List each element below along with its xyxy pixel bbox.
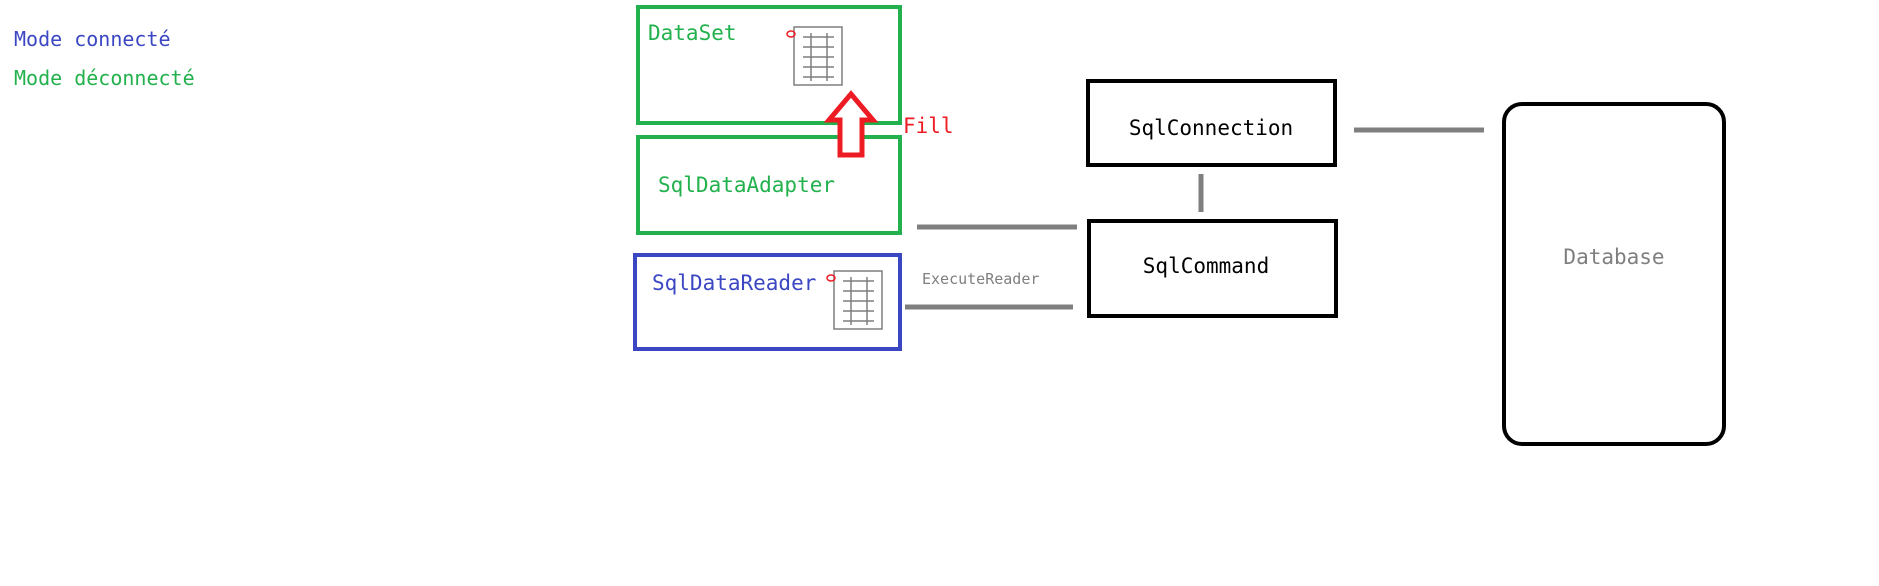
command-box [1087,219,1338,318]
connection-box [1086,79,1337,167]
database-node: Database [1502,102,1726,446]
database-box [1502,102,1726,446]
connection-node: SqlConnection [1086,79,1337,167]
fill-label: Fill [903,114,954,138]
database-label: Database [1563,245,1664,269]
dataset-box [636,5,902,125]
command-label: SqlCommand [1143,254,1269,278]
dataset-label: DataSet [648,21,737,45]
data-reader-label: SqlDataReader [652,271,816,295]
table-sheet-icon [786,26,843,86]
legend-connected: Mode connecté [14,27,171,51]
data-reader-node: SqlDataReader [633,253,902,351]
execute-reader-label: ExecuteReader [922,270,1039,288]
command-node: SqlCommand [1087,219,1338,318]
fill-arrow-shape [823,90,879,158]
legend-disconnected: Mode déconnecté [14,66,195,90]
data-adapter-label: SqlDataAdapter [658,173,835,197]
dataset-node: DataSet [636,5,902,125]
data-reader-box [633,253,902,351]
fill-arrow: Fill [823,90,954,158]
connection-label: SqlConnection [1129,116,1293,140]
table-sheet-icon [826,270,883,330]
data-adapter-box [636,135,902,235]
data-adapter-node: SqlDataAdapter [636,135,902,235]
